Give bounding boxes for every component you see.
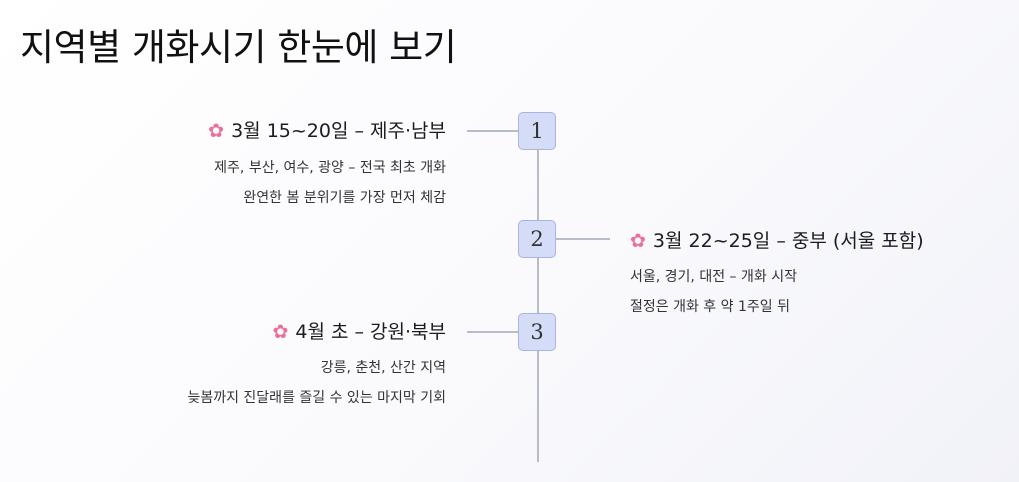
page-title: 지역별 개화시기 한눈에 보기 (20, 26, 457, 69)
cherry-blossom-icon: ✿ (272, 321, 289, 343)
timeline-node-3: 3 (518, 313, 556, 351)
entry-heading-row: ✿ 3월 22~25일 – 중부 (서울 포함) (630, 228, 924, 254)
entry-description-line: 서울, 경기, 대전 – 개화 시작 (630, 269, 797, 285)
timeline-entry-1: ✿ 3월 15~20일 – 제주·남부 제주, 부산, 여수, 광양 – 전국 최… (208, 118, 446, 213)
entry-heading: 3월 22~25일 – 중부 (서울 포함) (652, 230, 924, 252)
entry-description-line: 늦봄까지 진달래를 즐길 수 있는 마지막 기회 (187, 390, 446, 406)
entry-description-line: 제주, 부산, 여수, 광양 – 전국 최초 개화 (214, 160, 446, 176)
timeline-connector-1 (467, 130, 519, 132)
entry-heading-row: ✿ 4월 초 – 강원·북부 (187, 319, 446, 345)
entry-description-line: 완연한 봄 분위기를 가장 먼저 체감 (243, 190, 446, 206)
cherry-blossom-icon: ✿ (208, 120, 225, 142)
entry-description-line: 강릉, 춘천, 산간 지역 (320, 360, 446, 376)
timeline-entry-2: ✿ 3월 22~25일 – 중부 (서울 포함) 서울, 경기, 대전 – 개화 … (630, 228, 924, 322)
timeline-spine (537, 130, 539, 462)
cherry-blossom-icon: ✿ (630, 230, 646, 252)
timeline-connector-3 (467, 331, 519, 333)
entry-heading: 3월 15~20일 – 제주·남부 (231, 120, 446, 142)
timeline-node-2: 2 (518, 220, 556, 258)
entry-heading-row: ✿ 3월 15~20일 – 제주·남부 (208, 118, 446, 144)
timeline-connector-2 (556, 238, 610, 240)
entry-heading: 4월 초 – 강원·북부 (295, 321, 446, 343)
timeline-entry-3: ✿ 4월 초 – 강원·북부 강릉, 춘천, 산간 지역 늦봄까지 진달래를 즐길… (187, 319, 446, 413)
entry-description-line: 절정은 개화 후 약 1주일 뒤 (630, 299, 790, 315)
timeline-node-1: 1 (518, 112, 556, 150)
